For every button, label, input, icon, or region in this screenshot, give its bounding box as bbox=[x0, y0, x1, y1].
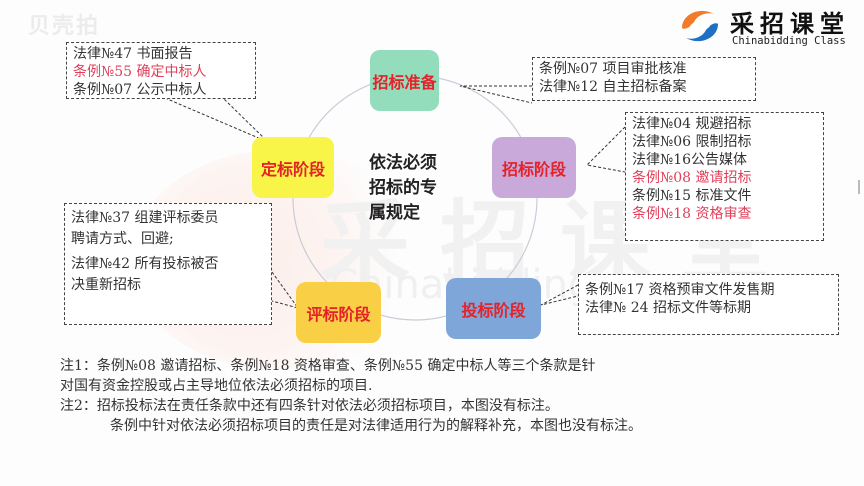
callout-prep: 条例№07 项目审批核准 法律№12 自主招标备案 bbox=[532, 57, 756, 101]
stage-bidding-preparation: 招标准备 bbox=[370, 50, 439, 111]
note-1-line-1: 注1：条例№08 邀请招标、条例№18 资格审查、条例№55 确定中标人等三个条… bbox=[60, 358, 596, 374]
edge-mark bbox=[858, 180, 860, 194]
callout-evaluation: 法律№37 组建评标委员 聘请方式、回避; 法律№42 所有投标被否 决重新招标 bbox=[64, 203, 272, 325]
logo-name-cn: 采招课堂 bbox=[730, 10, 850, 38]
stage-label: 评标阶段 bbox=[306, 304, 371, 324]
center-title: 依法必须 招标的专 属规定 bbox=[369, 153, 437, 223]
stage-tendering: 招标阶段 bbox=[492, 137, 576, 198]
callout-award: 法律№47 书面报告 条例№55 确定中标人 条例№07 公示中标人 bbox=[66, 42, 256, 99]
note-1-line-2: 对国有资金控股或占主导地位依法必须招标的项目. bbox=[60, 378, 373, 394]
stage-label: 招标准备 bbox=[372, 72, 437, 92]
stage-bidding: 投标阶段 bbox=[446, 278, 541, 339]
logo-swirl-icon bbox=[682, 10, 718, 42]
note-2-line-2: 条例中针对依法必须招标项目的责任是对法律适用行为的解释补充，本图也没有标注。 bbox=[110, 418, 642, 434]
callout-tendering: 法律№04 规避招标 法律№06 限制招标 法律№16公告媒体 条例№08 邀请… bbox=[625, 112, 824, 241]
watermark-top-left: 贝壳拍 bbox=[28, 14, 101, 39]
stage-label: 投标阶段 bbox=[461, 300, 526, 320]
stage-label: 招标阶段 bbox=[501, 159, 566, 179]
stage-award: 定标阶段 bbox=[252, 137, 334, 198]
callout-bidding: 条例№17 资格预审文件发售期 法律№ 24 招标文件等标期 bbox=[578, 274, 839, 335]
stage-evaluation: 评标阶段 bbox=[296, 282, 381, 343]
stage-label: 定标阶段 bbox=[260, 159, 325, 179]
note-2-line-1: 注2：招标投标法在责任条款中还有四条针对依法必须招标项目，本图没有标注。 bbox=[60, 398, 559, 414]
footnotes: 注1：条例№08 邀请招标、条例№18 资格审查、条例№55 确定中标人等三个条… bbox=[60, 356, 642, 436]
logo-name-en: Chinabidding Class bbox=[732, 35, 846, 47]
brand-logo: 采招课堂 Chinabidding Class bbox=[678, 4, 858, 50]
